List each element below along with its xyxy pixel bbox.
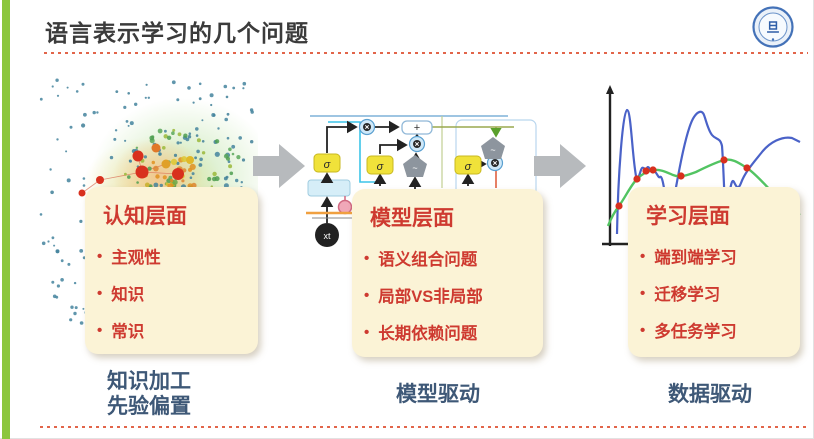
bullet-label: 多任务学习: [654, 323, 737, 341]
bullet-dot: •: [640, 247, 646, 265]
sigma-gate: σ: [454, 155, 482, 175]
bullet-dot: •: [364, 249, 370, 267]
note-box-header: 模型层面: [370, 207, 454, 230]
bullet-item: • 端到端学习: [640, 244, 800, 268]
bullet-label: 端到端学习: [654, 249, 737, 267]
right-arrow-icon: [253, 144, 305, 188]
input-strip: [307, 179, 351, 197]
divider-dotted-top: [44, 52, 808, 55]
divider-dotted-bottom: [40, 426, 808, 429]
bullet-dot: •: [364, 323, 370, 341]
input-node: xt: [315, 223, 339, 247]
bullet-label: 迁移学习: [654, 286, 721, 304]
bullet-item: • 常识: [97, 318, 258, 342]
multiply-node: [486, 154, 504, 172]
caption-knowledge: 知识加工 先验偏置: [107, 369, 191, 419]
svg-text:σ: σ: [465, 161, 472, 173]
bullet-dot: •: [97, 284, 103, 302]
note-box-cognitive: 认知层面 • 主观性 • 知识 • 常识: [85, 187, 258, 354]
logo-character: 旦: [766, 20, 779, 35]
bullet-list: • 语义组合问题 • 局部VS非局部 • 长期依赖问题: [352, 246, 543, 344]
bullet-dot: •: [97, 321, 103, 339]
svg-text:σ: σ: [377, 161, 384, 173]
svg-text:σ: σ: [324, 159, 331, 171]
svg-text:~: ~: [412, 163, 417, 173]
note-box-header: 学习层面: [646, 205, 730, 228]
caption-data-driven: 数据驱动: [668, 382, 752, 407]
bullet-item: • 局部VS非局部: [364, 283, 543, 307]
sigma-gate: σ: [313, 153, 341, 173]
caption-line: 模型驱动: [396, 383, 480, 406]
bullet-label: 常识: [111, 323, 145, 341]
svg-text:xt: xt: [323, 231, 331, 241]
peephole-node: [337, 196, 353, 215]
bullet-dot: •: [364, 286, 370, 304]
caption-line: 先验偏置: [107, 395, 191, 418]
caption-line: 知识加工: [107, 370, 191, 393]
multiply-node: [358, 118, 376, 136]
bullet-dot: •: [640, 284, 646, 302]
bullet-label: 语义组合问题: [378, 251, 478, 269]
note-box-header: 认知层面: [103, 205, 187, 228]
cell-state-lines: [310, 115, 537, 221]
bullet-label: 主观性: [111, 249, 161, 267]
note-box-learning: 学习层面 • 端到端学习 • 迁移学习 • 多任务学习: [628, 187, 800, 357]
bullet-item: • 主观性: [97, 244, 258, 268]
network-hub-nodes: [78, 143, 194, 197]
bullet-item: • 知识: [97, 281, 258, 305]
svg-text:~: ~: [490, 145, 495, 155]
bullet-item: • 多任务学习: [640, 318, 800, 342]
caption-line: 数据驱动: [668, 383, 752, 406]
sigma-gate: σ: [366, 155, 394, 175]
right-arrow-icon: [534, 144, 586, 188]
bullet-item: • 迁移学习: [640, 281, 800, 305]
bullet-item: • 长期依赖问题: [364, 320, 543, 344]
left-accent-stripe: [2, 0, 10, 439]
diagram-wires: [320, 120, 494, 223]
bullet-label: 知识: [111, 286, 145, 304]
bullet-label: 长期依赖问题: [378, 325, 478, 343]
bullet-label: 局部VS非局部: [378, 288, 483, 306]
page-title: 语言表示学习的几个问题: [45, 20, 309, 46]
bullet-item: • 语义组合问题: [364, 246, 543, 270]
add-node: +: [401, 120, 433, 135]
bullet-list: • 主观性 • 知识 • 常识: [85, 244, 258, 342]
caption-model-driven: 模型驱动: [396, 382, 480, 407]
bullet-dot: •: [640, 321, 646, 339]
university-seal-logo: 旦: [752, 6, 794, 48]
tanh-node: ~: [481, 137, 505, 159]
bullet-dot: •: [97, 247, 103, 265]
tanh-node: ~: [403, 155, 427, 177]
lstm-cell-diagram: + ~ ~: [306, 115, 537, 247]
intersection-points: [615, 156, 751, 210]
bullet-list: • 端到端学习 • 迁移学习 • 多任务学习: [628, 244, 800, 342]
multiply-node: [408, 135, 426, 153]
svg-text:+: +: [414, 122, 420, 134]
note-box-model: 模型层面 • 语义组合问题 • 局部VS非局部 • 长期依赖问题: [352, 189, 543, 357]
